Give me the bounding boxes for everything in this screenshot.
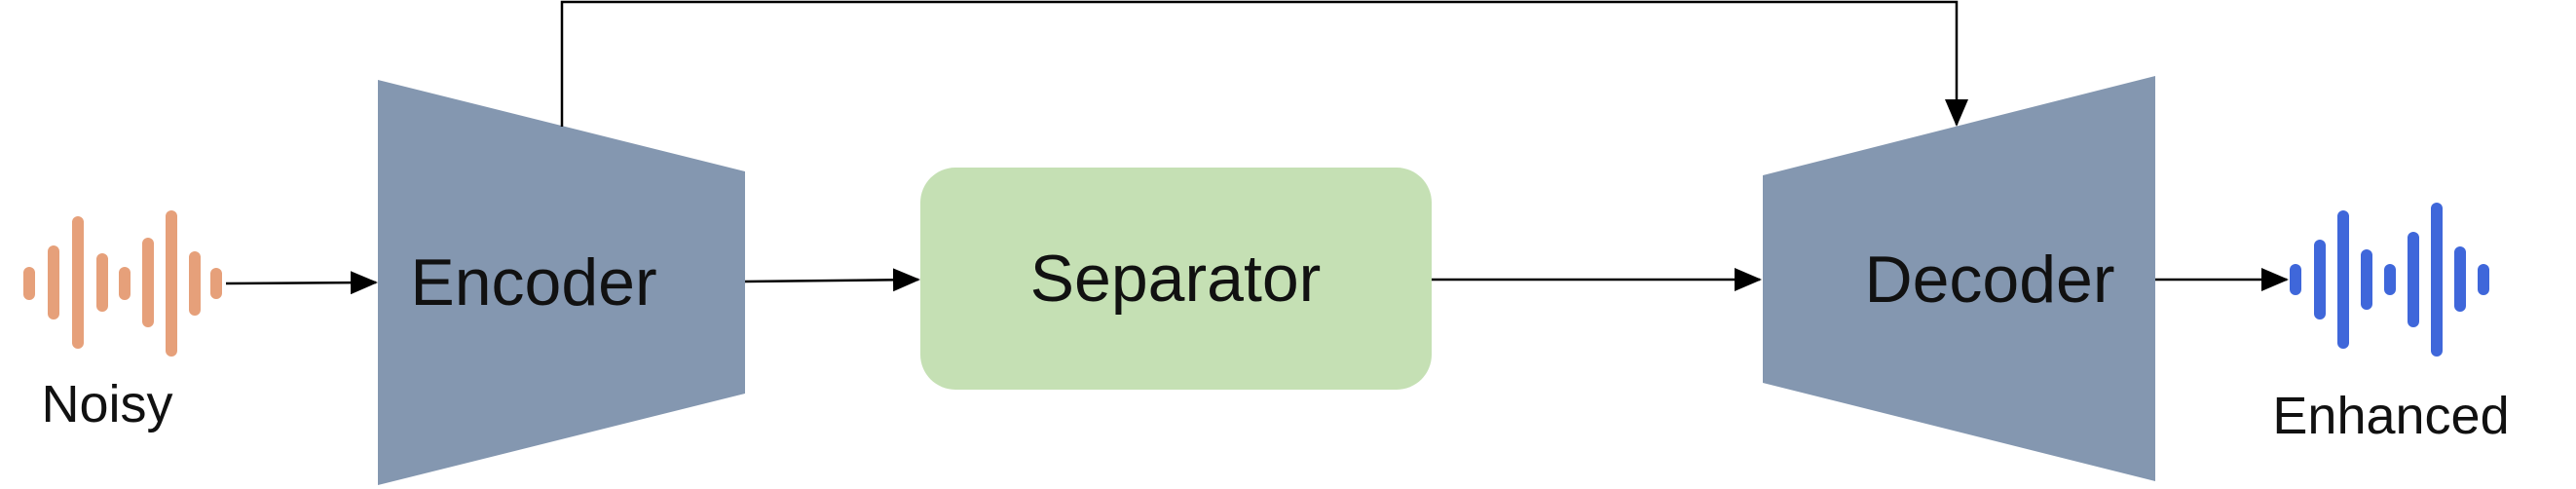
noisy-waveform-icon: [23, 210, 222, 357]
arrow-encoder-to-separator: [744, 268, 920, 292]
encoder-label: Encoder: [410, 245, 656, 320]
enhanced-waveform-icon: [2290, 203, 2489, 357]
arrow-noisy-to-encoder: [225, 271, 378, 295]
decoder-block: [1763, 76, 2155, 481]
encoder-block: [378, 80, 745, 485]
skip-connection-line: [560, 0, 1968, 127]
enhanced-label: Enhanced: [2272, 387, 2509, 445]
separator-block: [920, 168, 1432, 390]
decoder-label: Decoder: [1864, 243, 2114, 317]
noisy-label: Noisy: [41, 375, 172, 433]
separator-label: Separator: [1030, 242, 1322, 316]
